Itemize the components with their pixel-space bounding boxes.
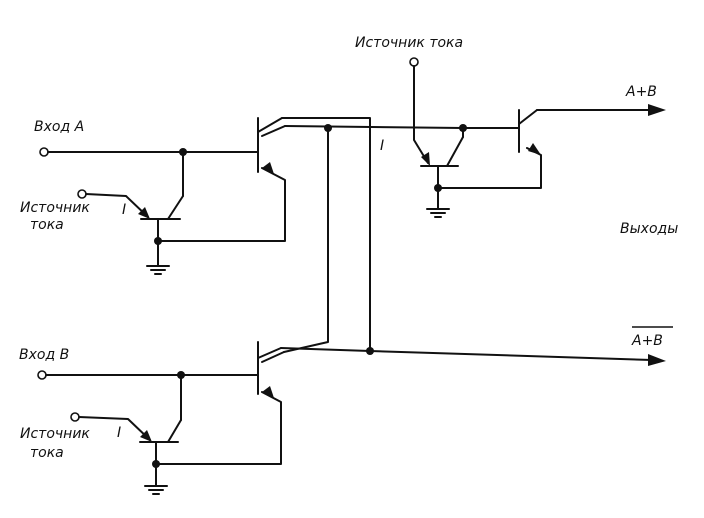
input-b-terminal bbox=[37, 370, 47, 380]
collector-a-bus bbox=[281, 117, 371, 352]
transistor-a-collector bbox=[257, 117, 283, 133]
top-source-wire bbox=[413, 65, 429, 164]
input-b-stage bbox=[37, 341, 285, 495]
source-b-arrow bbox=[140, 430, 152, 442]
collector-a-bus-2 bbox=[284, 125, 464, 129]
source-a-terminal bbox=[77, 189, 87, 199]
source-b-terminal bbox=[70, 412, 80, 422]
collector-b-bus bbox=[283, 127, 329, 353]
output-inv-arrow bbox=[648, 354, 666, 366]
label-input-a: Вход A bbox=[34, 119, 84, 135]
transistor-a-collector-2 bbox=[261, 125, 286, 137]
top-source-arrow bbox=[421, 152, 430, 166]
label-source-b-line2: тока bbox=[30, 445, 64, 461]
label-current-b: I bbox=[117, 425, 121, 441]
ground-b-icon bbox=[144, 485, 168, 495]
source-a-arrow bbox=[138, 207, 150, 219]
input-a-stage bbox=[39, 117, 286, 275]
output-transistor-collector bbox=[518, 109, 538, 125]
collector-b-bus-2 bbox=[280, 347, 371, 352]
top-source-terminal bbox=[409, 57, 419, 67]
transistor-b-emitter-arrow bbox=[262, 386, 274, 398]
label-top-current-source: Источник тока bbox=[355, 35, 463, 51]
ground-top-icon bbox=[426, 208, 450, 218]
input-a-terminal bbox=[39, 147, 49, 157]
transistor-a-emitter-arrow bbox=[262, 162, 274, 174]
label-source-a-line2: тока bbox=[30, 217, 64, 233]
bias-b-feedback bbox=[155, 391, 282, 465]
label-output-sum: A+B bbox=[625, 84, 657, 100]
label-input-b: Вход B bbox=[19, 347, 69, 363]
output-sum-arrow bbox=[648, 104, 666, 116]
label-output-sum-inv: A+B bbox=[631, 333, 663, 349]
bias-b-collector bbox=[167, 419, 182, 443]
bias-a-collector bbox=[167, 195, 184, 220]
label-outputs: Выходы bbox=[620, 221, 678, 237]
bias-a-feedback bbox=[157, 167, 286, 242]
output-stage bbox=[369, 57, 673, 366]
label-source-b-line1: Источник bbox=[20, 426, 90, 442]
source-a-wire bbox=[85, 193, 149, 218]
source-b-wire bbox=[78, 416, 151, 441]
label-source-a-line1: Источник bbox=[20, 200, 90, 216]
transistor-b-collector-2 bbox=[261, 351, 285, 363]
output-bias-collector bbox=[446, 136, 464, 167]
ground-a-icon bbox=[146, 265, 170, 275]
label-current-a: I bbox=[122, 202, 126, 218]
output-transistor-arrow bbox=[528, 143, 541, 155]
label-current-top: I bbox=[380, 138, 384, 154]
output-inv-wire bbox=[369, 350, 653, 361]
transistor-b-collector bbox=[257, 347, 282, 359]
cross-wiring bbox=[280, 117, 464, 355]
